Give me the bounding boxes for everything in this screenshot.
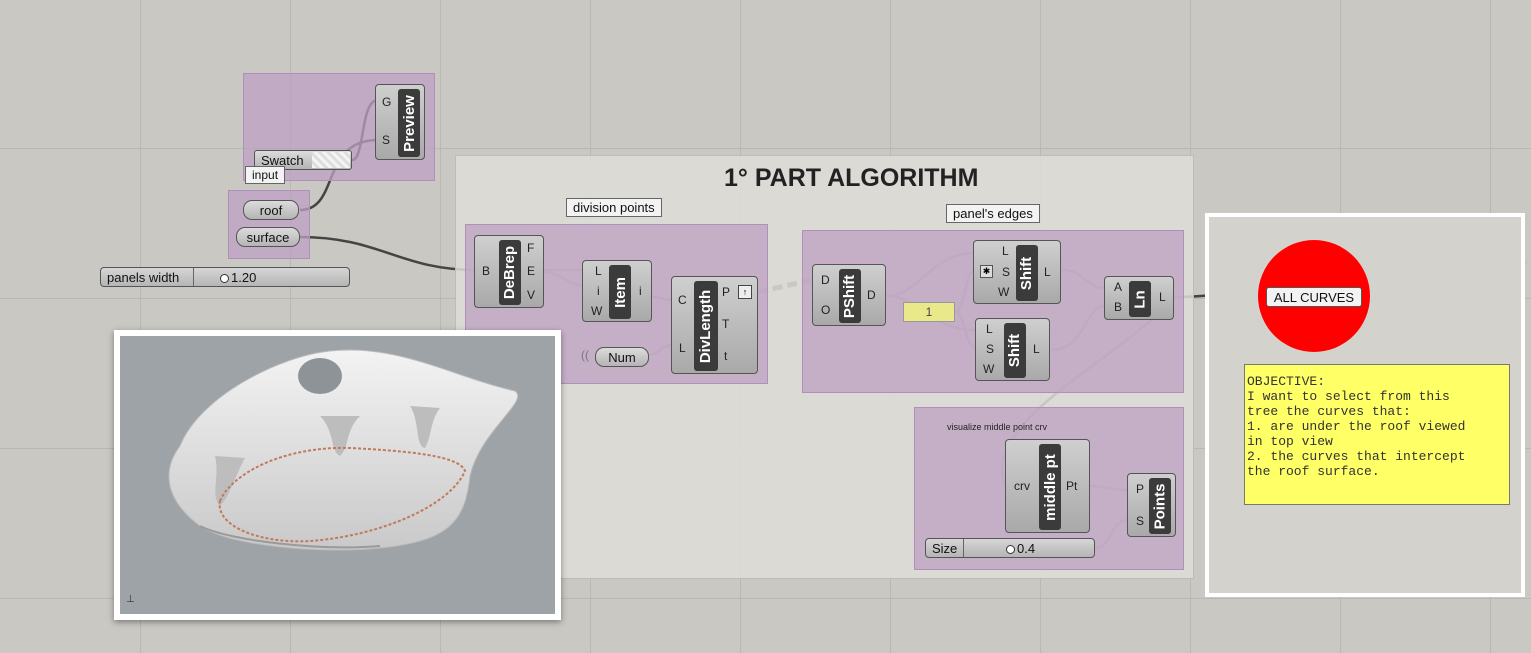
debrep-output-f[interactable]: F [527, 241, 535, 255]
input-group-label: input [245, 166, 286, 184]
swatch-param[interactable]: Swatch [254, 150, 352, 170]
shift1-input-s[interactable]: S [1002, 265, 1011, 279]
preview-name: Preview [398, 89, 420, 157]
middle-pt-input-crv[interactable]: crv [1014, 479, 1030, 493]
preview-input-s[interactable]: S [382, 133, 391, 147]
objective-line: in top view [1247, 434, 1333, 449]
divlength-input-l[interactable]: L [679, 341, 686, 355]
ln-name: Ln [1129, 281, 1151, 317]
objective-line: tree the curves that: [1247, 404, 1411, 419]
divlength-output-t-lower[interactable]: t [724, 349, 728, 363]
shift2-input-l[interactable]: L [986, 322, 993, 336]
preview-input-g[interactable]: G [382, 95, 392, 109]
panels-edges-label: panel's edges [946, 204, 1040, 223]
size-grip[interactable] [1006, 545, 1015, 554]
objective-line: I want to select from this [1247, 389, 1450, 404]
panels-width-grip[interactable] [220, 274, 229, 283]
axis-icon: ⊥ [126, 594, 135, 605]
divlength-component[interactable]: C L DivLength P ↑ T t [671, 276, 758, 374]
num-param[interactable]: Num [595, 347, 649, 367]
debrep-name: DeBrep [499, 240, 521, 305]
pshift-input-o[interactable]: O [821, 303, 831, 317]
size-value: 0.4 [1017, 541, 1036, 556]
ln-input-a[interactable]: A [1114, 280, 1123, 294]
ln-output-l[interactable]: L [1159, 290, 1166, 304]
shift2-input-s[interactable]: S [986, 342, 995, 356]
pshift-output-d[interactable]: D [867, 288, 876, 302]
objective-line: OBJECTIVE: [1247, 374, 1326, 389]
viewport-image: ⊥ [120, 336, 555, 614]
item-name: Item [609, 265, 631, 319]
preview-component[interactable]: G S Preview [375, 84, 425, 160]
points-name: Points [1149, 478, 1171, 534]
panels-width-value: 1.20 [231, 270, 257, 285]
shift2-output-l[interactable]: L [1033, 342, 1040, 356]
shift1-input-w[interactable]: W [998, 285, 1010, 299]
divlength-output-t[interactable]: T [722, 317, 730, 331]
divlength-input-c[interactable]: C [678, 293, 687, 307]
pshift-name: PShift [839, 269, 861, 323]
objective-line: 1. are under the roof viewed [1247, 419, 1466, 434]
divlength-output-p[interactable]: P [722, 285, 731, 299]
middle-pt-output-pt[interactable]: Pt [1066, 479, 1078, 493]
group-title: 1° PART ALGORITHM [724, 164, 979, 192]
item-output-i[interactable]: i [639, 284, 642, 298]
debrep-input-b[interactable]: B [482, 264, 491, 278]
middle-pt-name: middle pt [1039, 444, 1061, 530]
roof-param[interactable]: roof [243, 200, 299, 220]
item-input-i[interactable]: i [597, 284, 600, 298]
points-component[interactable]: P S Points [1127, 473, 1176, 537]
division-points-label: division points [566, 198, 662, 217]
points-input-s[interactable]: S [1136, 514, 1145, 528]
objective-note[interactable]: OBJECTIVE: I want to select from this tr… [1244, 364, 1510, 505]
objective-line: 2. the curves that intercept [1247, 449, 1466, 464]
debrep-output-v[interactable]: V [527, 288, 536, 302]
shift-component-1[interactable]: L ✱ S W Shift L [973, 240, 1061, 304]
swatch-color[interactable] [312, 152, 350, 168]
shift2-input-w[interactable]: W [983, 362, 995, 376]
shift1-output-l[interactable]: L [1044, 265, 1051, 279]
pshift-input-d[interactable]: D [821, 273, 830, 287]
ln-input-b[interactable]: B [1114, 300, 1123, 314]
debrep-component[interactable]: B DeBrep F E V [474, 235, 544, 308]
swatch-label: Swatch [261, 152, 304, 168]
debrep-output-e[interactable]: E [527, 264, 536, 278]
item-component[interactable]: L i W Item i [582, 260, 652, 322]
flatten-icon[interactable]: ✱ [980, 265, 993, 278]
wire-surface-debrep [299, 235, 477, 272]
graft-icon[interactable]: ↑ [738, 285, 752, 299]
middle-pt-component[interactable]: crv middle pt Pt [1005, 439, 1090, 533]
size-slider[interactable]: Size 0.4 [925, 538, 1095, 558]
surface-param[interactable]: surface [236, 227, 300, 247]
shift-component-2[interactable]: L S W Shift L [975, 318, 1050, 381]
all-curves-relay[interactable]: ALL CURVES [1266, 287, 1362, 307]
slider-divider [193, 268, 194, 286]
panels-width-slider[interactable]: panels width 1.20 [100, 267, 350, 287]
roof-model-render: ⊥ [126, 349, 519, 605]
shift1-input-l[interactable]: L [1002, 244, 1009, 258]
shift2-name: Shift [1004, 323, 1026, 378]
item-input-w[interactable]: W [591, 304, 603, 318]
item-input-l[interactable]: L [595, 264, 602, 278]
slider-divider [963, 539, 964, 557]
ln-component[interactable]: A B Ln L [1104, 276, 1174, 320]
size-label: Size [932, 541, 958, 556]
panels-width-label: panels width [107, 270, 180, 285]
pshift-component[interactable]: D O PShift D [812, 264, 886, 326]
visualize-label: visualize middle point crv [947, 422, 1048, 432]
shift1-name: Shift [1016, 245, 1038, 301]
points-input-p[interactable]: P [1136, 482, 1145, 496]
objective-line: the roof surface. [1247, 464, 1380, 479]
value-panel[interactable]: 1 [903, 302, 955, 322]
divlength-name: DivLength [694, 281, 718, 371]
viewport-screenshot: ⊥ [114, 330, 561, 620]
number-slider-icon: (( [581, 348, 589, 362]
